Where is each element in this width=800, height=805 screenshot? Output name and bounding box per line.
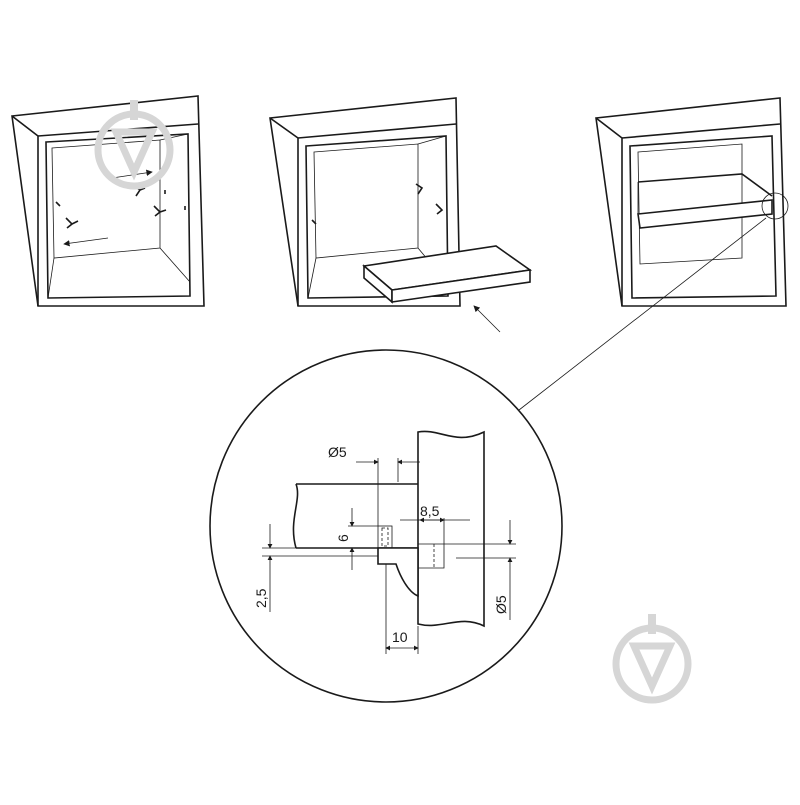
- arrow-icon: [473, 305, 501, 333]
- dim-pin-diameter-right: Ø5: [493, 595, 509, 614]
- dim-depth-8-5: 8,5: [420, 503, 440, 519]
- arrow-icon: [63, 237, 109, 247]
- shelf-pin-icon: [55, 185, 186, 229]
- leader-line: [518, 217, 767, 411]
- step-2-insert-shelf: [269, 97, 533, 333]
- dim-pin-length-10: 10: [392, 629, 408, 645]
- dim-pin-diameter-top: Ø5: [328, 444, 347, 460]
- step-3-shelf-installed: [518, 97, 789, 411]
- detail-callout-circle: [761, 192, 789, 220]
- dim-offset-2-5: 2,5: [253, 588, 269, 608]
- step-1-frame: [11, 95, 205, 307]
- dim-shelf-gap-6: 6: [335, 534, 351, 542]
- drop-pin-logo-icon: [94, 100, 174, 190]
- detail-view: Ø5 8,5 6 2,5 Ø5 10: [209, 349, 563, 703]
- drop-pin-logo-icon: [612, 614, 692, 704]
